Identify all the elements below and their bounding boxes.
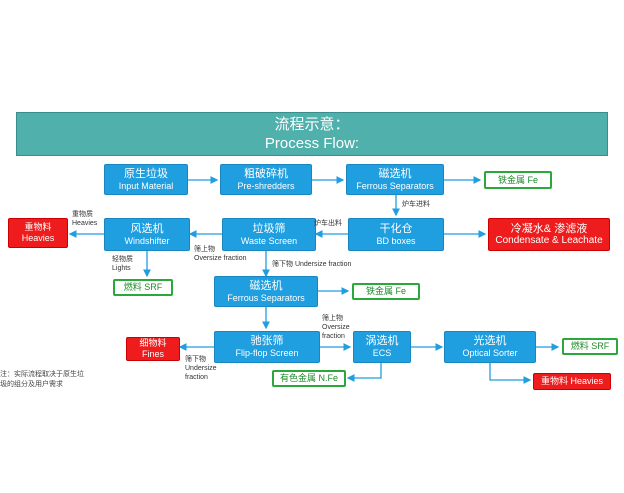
output-fines[interactable]: 细物料 Fines bbox=[126, 337, 180, 361]
node-waste-screen-en: Waste Screen bbox=[240, 235, 298, 246]
output-iron2-label: 铁金属 Fe bbox=[365, 286, 406, 296]
label-oversize-2-en2: fraction bbox=[322, 333, 345, 340]
node-flipflop-cn: 驰张筛 bbox=[250, 335, 284, 347]
node-pre-shredders[interactable]: 粗破碎机 Pre-shredders bbox=[220, 164, 312, 195]
node-bd-en: BD boxes bbox=[376, 235, 416, 246]
output-srf1-label: 燃料 SRF bbox=[123, 282, 163, 292]
label-heavies-en: Heavies bbox=[72, 220, 98, 227]
node-ferrous2-cn: 磁选机 bbox=[249, 279, 283, 292]
label-furnace-in: 炉车进料 bbox=[402, 201, 430, 208]
title-banner: 流程示意： Process Flow: bbox=[16, 112, 608, 156]
node-ecs-en: ECS bbox=[372, 348, 392, 358]
label-lights-en: Lights bbox=[112, 265, 131, 272]
output-heavies1-en: Heavies bbox=[21, 233, 55, 243]
node-ferrous2-en: Ferrous Separators bbox=[227, 292, 305, 303]
title-cn: 流程示意： bbox=[274, 116, 350, 133]
output-condensate-leachate[interactable]: 冷凝水& 渗滤液 Condensate & Leachate bbox=[488, 218, 610, 251]
output-nfe-label: 有色金属 N.Fe bbox=[279, 373, 338, 383]
node-windshifter[interactable]: 风选机 Windshifter bbox=[104, 218, 190, 251]
output-heavies-2[interactable]: 重物料 Heavies bbox=[533, 373, 611, 390]
node-ferrous-separators-2[interactable]: 磁选机 Ferrous Separators bbox=[214, 276, 318, 307]
output-nfe[interactable]: 有色金属 N.Fe bbox=[272, 370, 346, 387]
label-oversize-1-en: Oversize fraction bbox=[194, 255, 247, 262]
node-bd-cn: 干化仓 bbox=[379, 222, 413, 235]
footnote-line-1: 注：实际流程取决于原生垃 bbox=[0, 371, 84, 378]
node-ferrous1-en: Ferrous Separators bbox=[356, 180, 434, 191]
label-undersize-1: 筛下物 Undersize fraction bbox=[272, 261, 352, 268]
output-iron-fe-2[interactable]: 铁金属 Fe bbox=[352, 283, 420, 300]
label-undersize-2-cn: 筛下物 bbox=[185, 356, 206, 363]
node-windshifter-cn: 风选机 bbox=[130, 222, 164, 235]
label-oversize-2-cn: 筛上物 bbox=[322, 315, 343, 322]
arrow-ecs-nfe bbox=[346, 362, 382, 382]
label-oversize-1-cn: 筛上物 bbox=[194, 246, 215, 253]
output-srf2-label: 燃料 SRF bbox=[570, 341, 610, 351]
output-srf-1[interactable]: 燃料 SRF bbox=[113, 279, 173, 296]
label-undersize-2-en1: Undersize bbox=[185, 365, 217, 372]
label-heavies-cn: 重物质 bbox=[72, 211, 93, 218]
node-optical-cn: 光选机 bbox=[473, 335, 507, 347]
output-srf-2[interactable]: 燃料 SRF bbox=[562, 338, 618, 355]
node-optical-en: Optical Sorter bbox=[462, 348, 518, 358]
label-lights-cn: 轻物质 bbox=[112, 256, 133, 263]
output-iron1-label: 铁金属 Fe bbox=[497, 174, 538, 185]
output-heavies-1[interactable]: 重物料 Heavies bbox=[8, 218, 68, 248]
node-input-material[interactable]: 原生垃圾 Input Material bbox=[104, 164, 188, 195]
node-preshred-en: Pre-shredders bbox=[237, 180, 295, 191]
label-furnace-out: 炉车出料 bbox=[314, 220, 342, 227]
label-undersize-2-en2: fraction bbox=[185, 374, 208, 381]
node-preshred-cn: 粗破碎机 bbox=[244, 167, 288, 180]
node-input-cn: 原生垃圾 bbox=[124, 167, 168, 180]
node-flip-flop-screen[interactable]: 驰张筛 Flip-flop Screen bbox=[214, 331, 320, 363]
label-oversize-2-en1: Oversize bbox=[322, 324, 350, 331]
output-iron-fe-1[interactable]: 铁金属 Fe bbox=[484, 171, 552, 189]
node-input-en: Input Material bbox=[118, 180, 174, 191]
output-condensate-cn: 冷凝水& 渗滤液 bbox=[510, 222, 588, 235]
node-flipflop-en: Flip-flop Screen bbox=[235, 348, 299, 358]
node-ecs[interactable]: 涡选机 ECS bbox=[353, 331, 411, 363]
node-optical-sorter[interactable]: 光选机 Optical Sorter bbox=[444, 331, 536, 363]
node-waste-screen[interactable]: 垃圾筛 Waste Screen bbox=[222, 218, 316, 251]
output-fines-en: Fines bbox=[141, 349, 164, 359]
node-ferrous-separators-1[interactable]: 磁选机 Ferrous Separators bbox=[346, 164, 444, 195]
arrow-optical-heavies bbox=[489, 362, 532, 384]
node-windshifter-en: Windshifter bbox=[124, 235, 170, 246]
footnote-line-2: 圾的组分及用户需求 bbox=[0, 381, 63, 388]
output-heavies1-cn: 重物料 bbox=[24, 222, 52, 232]
output-heavies2-label: 重物料 Heavies bbox=[540, 376, 604, 386]
node-ecs-cn: 涡选机 bbox=[365, 335, 399, 347]
node-ferrous1-cn: 磁选机 bbox=[378, 167, 412, 180]
node-waste-screen-cn: 垃圾筛 bbox=[252, 222, 286, 235]
output-condensate-en: Condensate & Leachate bbox=[495, 234, 603, 246]
node-bd-boxes[interactable]: 干化仓 BD boxes bbox=[348, 218, 444, 251]
output-fines-cn: 细物料 bbox=[139, 338, 167, 348]
title-en: Process Flow: bbox=[264, 135, 360, 152]
